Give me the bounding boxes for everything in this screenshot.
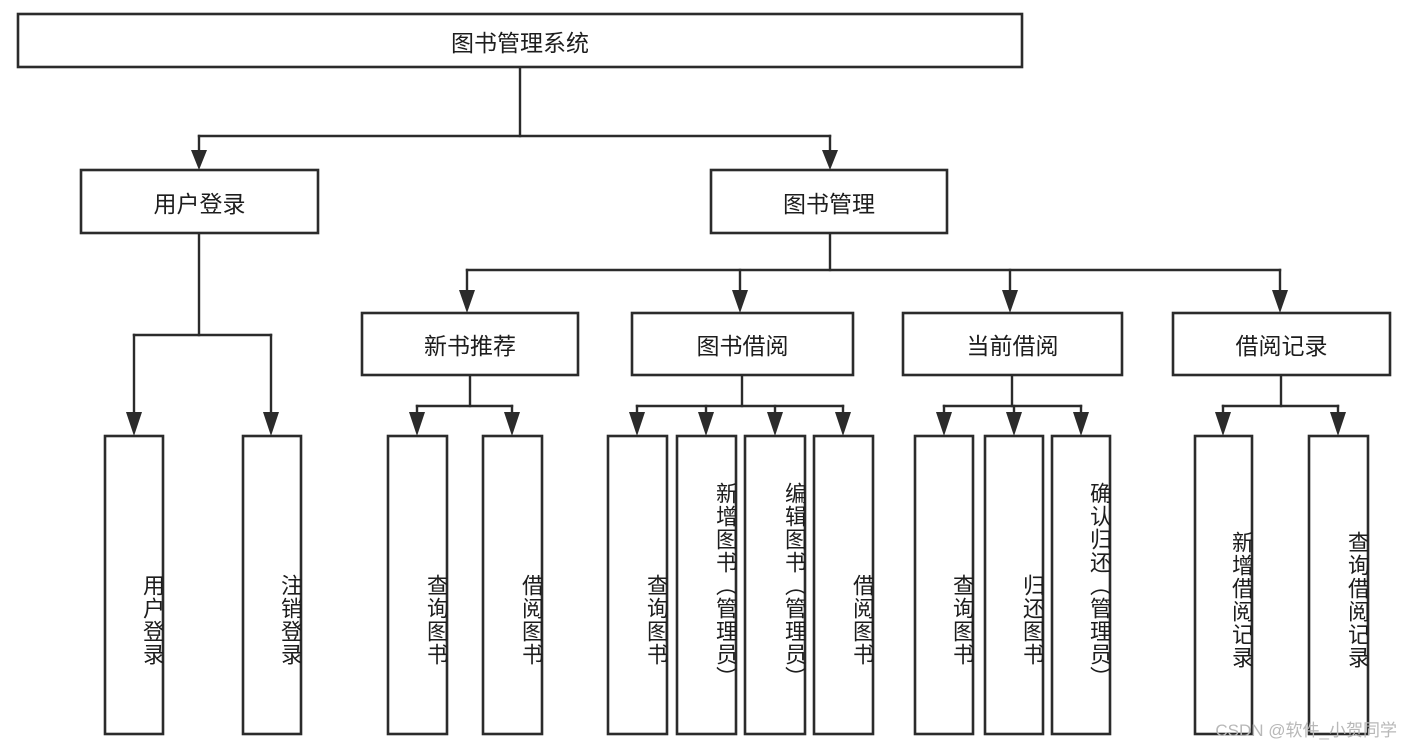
node-box-leaf-add-borrow-record[interactable] (1193, 434, 1254, 736)
node-box-leaf-user-login[interactable] (103, 434, 165, 736)
arrow-head-book-borrow (732, 290, 748, 313)
arrow-head-leaf-query-book-1 (409, 412, 425, 436)
arrow-head-leaf-borrow-book-1 (504, 412, 520, 436)
connector-group-current-borrow (936, 373, 1089, 436)
arrow-head-leaf-query-book-2 (629, 412, 645, 436)
arrow-head-leaf-confirm-return-admin (1073, 412, 1089, 436)
node-box-leaf-borrow-book-2[interactable] (812, 434, 875, 736)
arrow-head-leaf-edit-book-admin (767, 412, 783, 436)
arrow-head-leaf-add-borrow-record (1215, 412, 1231, 436)
connector-group-borrow-record (1215, 373, 1346, 436)
connector-group-book-borrow (629, 373, 851, 436)
node-box-leaf-query-borrow-record[interactable] (1307, 434, 1370, 736)
node-box-leaf-add-book-admin[interactable] (675, 434, 738, 736)
connector-group-book-management (459, 231, 1288, 313)
arrow-head-user-login (191, 150, 207, 170)
connector-group-new-book-recommend (409, 373, 520, 436)
arrow-head-leaf-query-book-3 (936, 412, 952, 436)
arrow-head-leaf-query-borrow-record (1330, 412, 1346, 436)
node-box-current-borrow[interactable] (901, 311, 1124, 377)
node-box-leaf-edit-book-admin[interactable] (743, 434, 807, 736)
arrow-head-leaf-return-book (1006, 412, 1022, 436)
node-box-book-management[interactable] (709, 168, 949, 235)
connector-group-root (191, 65, 838, 170)
node-box-leaf-confirm-return-admin[interactable] (1050, 434, 1112, 736)
node-box-leaf-logout-login[interactable] (241, 434, 303, 736)
node-box-leaf-return-book[interactable] (983, 434, 1045, 736)
arrow-head-book-management (822, 150, 838, 170)
node-box-leaf-query-book-3[interactable] (913, 434, 975, 736)
node-box-user-login[interactable] (79, 168, 320, 235)
node-box-leaf-query-book-1[interactable] (386, 434, 449, 736)
arrow-head-leaf-logout-login (263, 412, 279, 436)
arrow-head-new-book-recommend (459, 290, 475, 313)
arrow-head-current-borrow (1002, 290, 1018, 313)
node-box-new-book-recommend[interactable] (360, 311, 580, 377)
node-box-root[interactable] (16, 12, 1024, 69)
node-box-book-borrow[interactable] (630, 311, 855, 377)
node-box-leaf-query-book-2[interactable] (606, 434, 669, 736)
arrow-head-borrow-record (1272, 290, 1288, 313)
arrow-head-leaf-add-book-admin (698, 412, 714, 436)
node-box-leaf-borrow-book-1[interactable] (481, 434, 544, 736)
node-box-borrow-record[interactable] (1171, 311, 1392, 377)
arrow-head-leaf-borrow-book-2 (835, 412, 851, 436)
connector-group-user-login (126, 231, 279, 436)
arrow-head-leaf-user-login (126, 412, 142, 436)
